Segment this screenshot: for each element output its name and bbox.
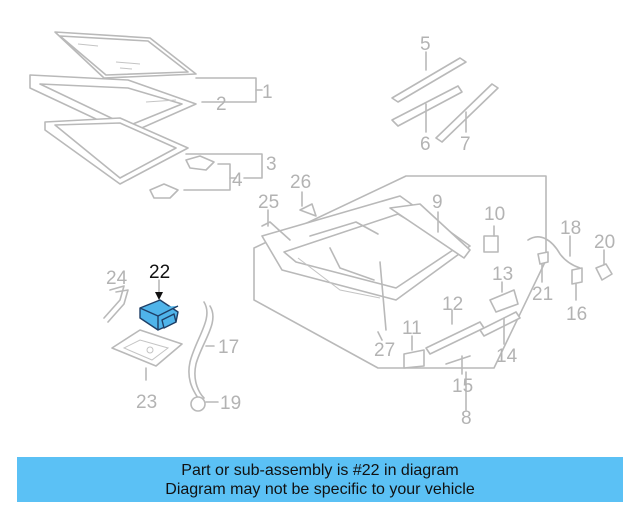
- sunroof-seal: [44, 117, 189, 185]
- part-info-banner: Part or sub-assembly is #22 in diagram D…: [17, 457, 623, 502]
- leader-lines-upper-left: [183, 77, 263, 191]
- label-4: 4: [232, 170, 243, 191]
- label-5: 5: [420, 34, 431, 55]
- label-3: 3: [266, 154, 277, 175]
- label-1: 1: [262, 82, 273, 103]
- label-14: 14: [496, 346, 518, 367]
- parts-diagram: 1 2 3 4 5 6 7 8 9 10 11 12 13 14 15 16 1…: [29, 31, 615, 429]
- label-6: 6: [420, 134, 431, 155]
- sunroof-glass-panel: [54, 31, 197, 79]
- label-21: 21: [532, 284, 553, 305]
- label-17: 17: [218, 337, 239, 358]
- label-22: 22: [149, 262, 170, 283]
- small-parts: [389, 203, 613, 369]
- leader-lines-right: [267, 191, 605, 411]
- drain-hose-parts: [103, 285, 219, 412]
- label-16: 16: [566, 304, 587, 325]
- label-23: 23: [136, 392, 157, 413]
- label-9: 9: [432, 192, 443, 213]
- highlighted-part-22: [139, 279, 179, 331]
- label-19: 19: [220, 393, 241, 414]
- part-number-labels: 1 2 3 4 5 6 7 8 9 10 11 12 13 14 15 16 1…: [106, 34, 615, 429]
- banner-line-part: Part or sub-assembly is #22 in diagram: [181, 462, 459, 479]
- label-7: 7: [460, 134, 471, 155]
- label-27: 27: [374, 340, 395, 361]
- label-2: 2: [216, 94, 227, 115]
- bracket-parts: [149, 155, 215, 199]
- label-24: 24: [106, 268, 128, 289]
- label-11: 11: [402, 318, 422, 339]
- label-26: 26: [290, 172, 311, 193]
- glass-frame: [29, 74, 197, 135]
- guide-rails: [391, 51, 499, 143]
- label-8: 8: [461, 408, 472, 429]
- label-15: 15: [452, 376, 473, 397]
- label-10: 10: [484, 204, 505, 225]
- banner-line-disclaimer: Diagram may not be specific to your vehi…: [165, 481, 475, 498]
- label-12: 12: [442, 294, 463, 315]
- label-20: 20: [594, 232, 615, 253]
- label-13: 13: [492, 264, 513, 285]
- motor-bracket-plate: [111, 329, 183, 381]
- label-18: 18: [560, 218, 581, 239]
- upper-small-parts: [261, 203, 317, 241]
- label-25: 25: [258, 192, 279, 213]
